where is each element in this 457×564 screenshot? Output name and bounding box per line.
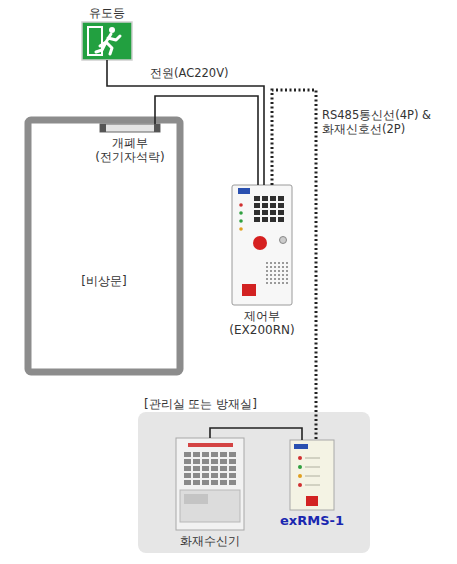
wire-label: 전원(AC220V): [150, 66, 229, 80]
wire-connector: [210, 428, 302, 440]
exit-sign-box: 유도등: [82, 22, 132, 60]
room-ground: [138, 412, 370, 553]
fire-receiver-device: [176, 438, 244, 530]
node-label: [비상문]: [81, 274, 126, 288]
door-box: 개폐부 (전기자석락) [비상문]: [24, 116, 184, 376]
node-label: 유도등: [89, 6, 125, 20]
monitor-box: exRMS-1: [290, 440, 334, 510]
magnetic-lock: [100, 124, 160, 132]
wire-connector: [107, 60, 264, 185]
lock-box: 개폐부 (전기자석락): [100, 124, 160, 132]
node-label: 개폐부 (전기자석락): [88, 136, 172, 164]
wire-label: RS485통신선(4P) & 화재신호선(2P): [322, 108, 450, 136]
door-frame: [28, 120, 180, 372]
exrms-device: [290, 440, 334, 510]
node-label: 화재수신기: [180, 534, 240, 548]
exit-sign: [82, 22, 132, 60]
node-label: [관리실 또는 방재실]: [144, 397, 257, 411]
room-box: 화재수신기exRMS-1[관리실 또는 방재실]: [138, 412, 370, 553]
wire-connector: [272, 90, 316, 440]
receiver-box: 화재수신기: [176, 438, 244, 530]
controller-box: 제어부 (EX200RN): [232, 185, 292, 305]
node-label: 제어부 (EX200RN): [214, 309, 310, 337]
wire-connector: [155, 96, 258, 185]
node-label: exRMS-1: [280, 514, 344, 528]
controller-device: [232, 185, 292, 305]
